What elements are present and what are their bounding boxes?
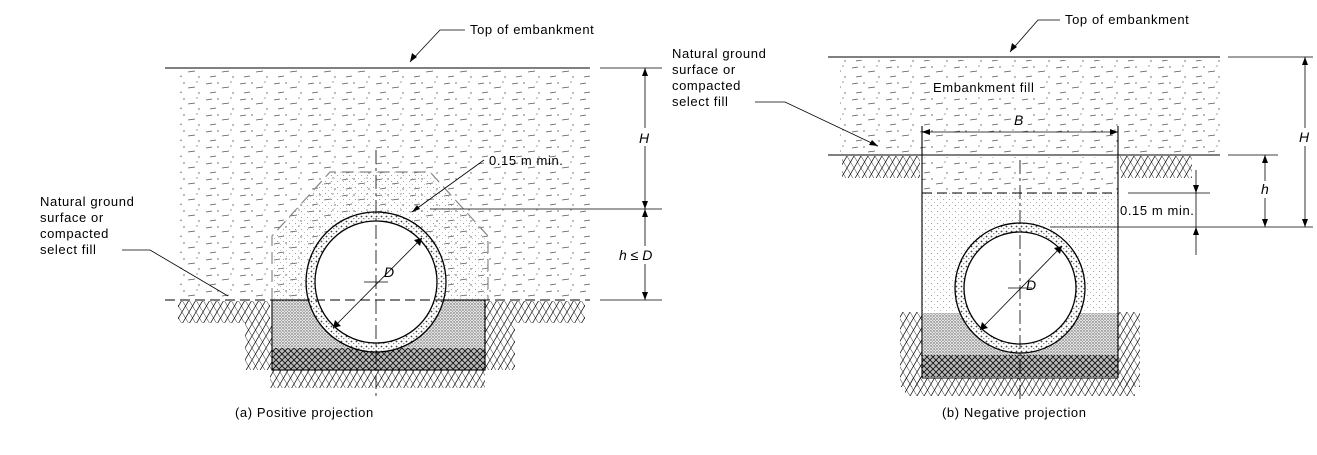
trench-wall-soil-right	[1118, 312, 1140, 387]
trench-soil-bottom	[270, 370, 485, 388]
top-of-embankment-label-right: Top of embankment	[1065, 12, 1189, 27]
H-label-mask	[638, 128, 652, 146]
trench-wall-soil-left	[900, 312, 922, 387]
natural-ground-right	[485, 301, 585, 323]
min-cover-leader	[411, 159, 485, 213]
top-label-leader	[409, 29, 465, 63]
h-dimension-label: h ≤ D	[619, 247, 652, 263]
H-label-mask-right	[1298, 128, 1312, 146]
B-label-mask	[1012, 110, 1028, 128]
positive-projection-panel: D 0.15 m min. Top of embankment H h ≤ D …	[40, 22, 665, 420]
min-cover-arrow	[412, 205, 420, 212]
H-dimension-label: H	[639, 130, 650, 146]
ground-label-leader-right	[755, 101, 879, 147]
ground-leader-arrow-right	[869, 140, 878, 146]
top-leader-arrow	[410, 53, 417, 62]
H-dimension-label-right: H	[1299, 129, 1310, 145]
embankment-fill-area-right	[840, 60, 1220, 155]
fill-label-mask	[930, 80, 1040, 96]
trench-soil-left	[245, 322, 273, 370]
trench-soil-right	[485, 322, 515, 370]
diameter-dimension-line	[332, 237, 423, 329]
foundation-layer	[272, 348, 485, 370]
h-label-mask	[617, 246, 665, 264]
natural-ground-label-right: Natural ground surface or compacted sele…	[672, 46, 771, 109]
diameter-label-right: D	[1026, 277, 1036, 293]
natural-ground-right-right-panel	[1120, 156, 1192, 178]
h-dimension-arrows-right	[1262, 155, 1268, 227]
diameter-label: D	[384, 264, 394, 280]
min-cover-label: 0.15 m min.	[489, 153, 564, 168]
top-of-embankment-label: Top of embankment	[470, 22, 594, 37]
top-leader-arrow-right	[1010, 43, 1017, 52]
caption-positive: (a) Positive projection	[235, 405, 374, 420]
natural-ground-label: Natural ground surface or compacted sele…	[40, 194, 139, 257]
diameter-dimension-line-right	[979, 245, 1063, 331]
top-label-leader-right	[1009, 19, 1060, 53]
embankment-fill-label: Embankment fill	[933, 80, 1034, 95]
h-label-mask-right	[1258, 181, 1272, 198]
min-cover-label-right: 0.15 m min.	[1120, 203, 1195, 218]
natural-ground-left	[178, 301, 270, 323]
B-dimension-label: B	[1014, 112, 1023, 128]
natural-ground-left-right-panel	[842, 156, 920, 178]
ground-label-leader	[122, 249, 229, 297]
negative-projection-panel: D Top of embankment Embankment fill B 0.…	[672, 12, 1313, 420]
select-fill-boundary	[271, 171, 489, 300]
h-dimension-label-right: h	[1261, 181, 1269, 197]
caption-negative: (b) Negative projection	[942, 405, 1087, 420]
